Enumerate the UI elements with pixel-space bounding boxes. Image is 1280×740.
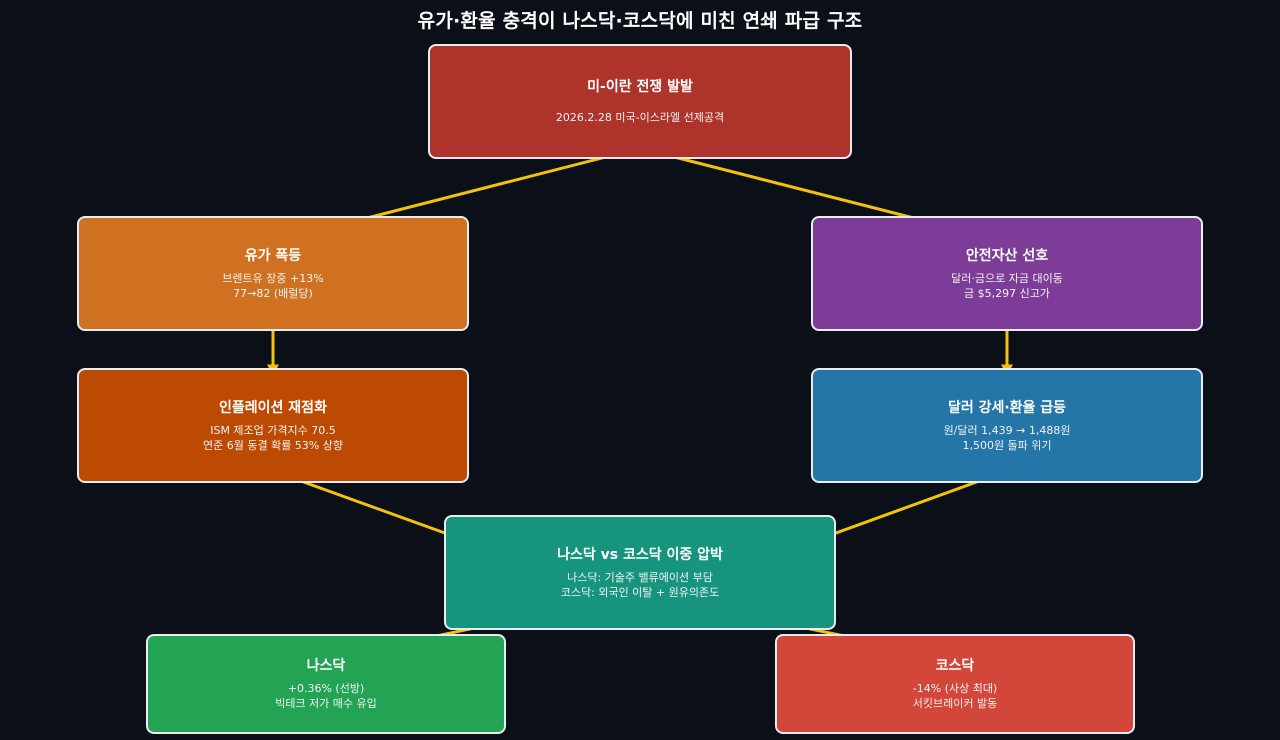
node-detail: 금 $5,297 신고가 — [964, 286, 1050, 300]
node-title: 안전자산 선호 — [965, 247, 1049, 264]
node-detail: 빅테크 저가 매수 유입 — [275, 697, 377, 710]
node-detail: ISM 제조업 가격지수 70.5 — [210, 423, 336, 437]
node-detail: 연준 6월 동결 확률 53% 상향 — [202, 438, 343, 452]
diagram-title: 유가·환율 충격이 나스닥·코스닥에 미친 연쇄 파급 구조 — [417, 10, 863, 32]
node-nasdaq: 나스닥 +0.36% (선방) 빅테크 저가 매수 유입 — [146, 634, 506, 734]
node-title: 달러 강세·환율 급등 — [947, 399, 1067, 416]
node-detail: 77→82 (배럴당) — [233, 286, 313, 300]
node-detail: 나스닥: 기술주 밸류에이션 부담 — [567, 570, 713, 584]
node-title: 코스닥 — [935, 658, 975, 674]
node-title: 미-이란 전쟁 발발 — [587, 79, 693, 95]
node-double-pressure: 나스닥 vs 코스닥 이중 압박 나스닥: 기술주 밸류에이션 부담 코스닥: … — [444, 515, 836, 630]
node-detail: 달러·금으로 자금 대이동 — [951, 271, 1063, 285]
node-detail: -14% (사상 최대) — [912, 682, 998, 695]
node-dollar-strength: 달러 강세·환율 급등 원/달러 1,439 → 1,488원 1,500원 돌… — [811, 368, 1203, 483]
node-war-outbreak: 미-이란 전쟁 발발 2026.2.28 미국-이스라엘 선제공격 — [428, 44, 852, 159]
arrow-war-to-oil — [329, 147, 638, 231]
node-detail: 원/달러 1,439 → 1,488원 — [943, 423, 1071, 437]
node-title: 나스닥 — [306, 658, 346, 674]
node-detail: 서킷브레이커 발동 — [912, 697, 998, 710]
arrow-dollar-to-double — [800, 470, 1005, 548]
node-oil-surge: 유가 폭등 브렌트유 장중 +13% 77→82 (배럴당) — [77, 216, 469, 331]
node-detail: 코스닥: 외국인 이탈 + 원유의존도 — [560, 585, 720, 599]
node-kosdaq: 코스닥 -14% (사상 최대) 서킷브레이커 발동 — [775, 634, 1135, 734]
node-inflation: 인플레이션 재점화 ISM 제조업 가격지수 70.5 연준 6월 동결 확률 … — [77, 368, 469, 483]
node-safe-asset: 안전자산 선호 달러·금으로 자금 대이동 금 $5,297 신고가 — [811, 216, 1203, 331]
node-detail: +0.36% (선방) — [287, 682, 365, 695]
node-title: 나스닥 vs 코스닥 이중 압박 — [557, 546, 723, 563]
node-detail: 2026.2.28 미국-이스라엘 선제공격 — [555, 111, 725, 124]
node-title: 인플레이션 재점화 — [219, 399, 327, 416]
node-detail: 브렌트유 장중 +13% — [222, 271, 324, 285]
arrow-war-to-safe — [642, 147, 952, 231]
node-title: 유가 폭등 — [244, 247, 302, 264]
node-detail: 1,500원 돌파 위기 — [962, 438, 1052, 452]
